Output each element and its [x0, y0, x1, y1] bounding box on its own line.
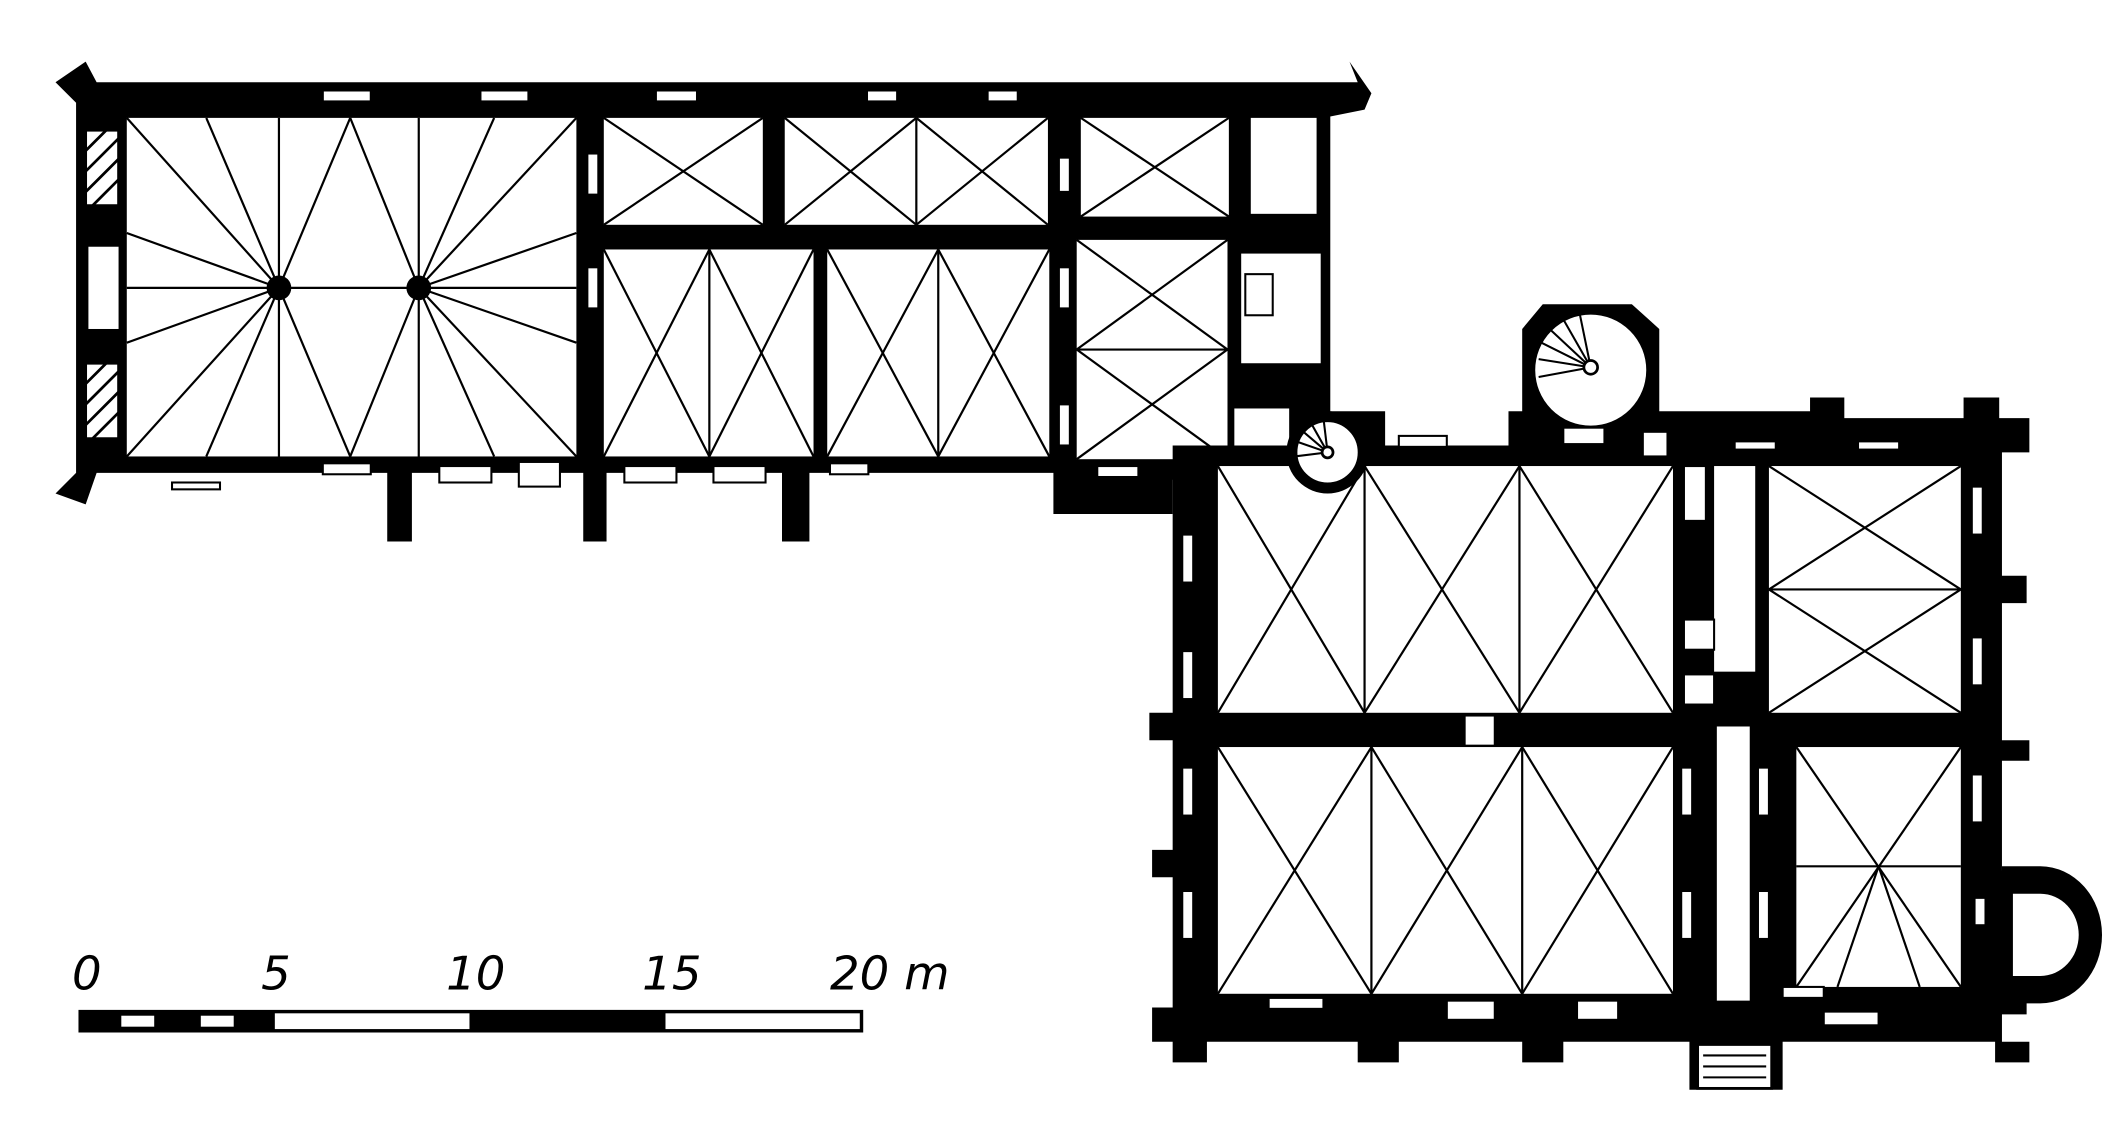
hatching: [84, 129, 120, 440]
room-west-small: [1234, 408, 1290, 447]
scale-label-5: 5: [261, 947, 291, 1001]
room-east-corridor: [1716, 726, 1750, 1001]
scale-label-10: 10: [446, 947, 505, 1001]
scale-segment-0-5: [80, 1011, 275, 1031]
spiral-stairs: [1294, 313, 1767, 1079]
west-wing: [55, 61, 1386, 542]
wall-openings: [170, 89, 1987, 1027]
column-1: [266, 275, 292, 301]
room-east-1: [1217, 466, 1673, 713]
scale-segment-10-15: [469, 1011, 666, 1031]
scale-label-20: 20 m: [830, 947, 950, 1001]
scale-gap-b: [200, 1015, 234, 1027]
scale-bar: 0 5 10 15 20 m: [72, 947, 950, 1033]
column-2: [406, 275, 432, 301]
room-east-2: [1217, 747, 1673, 994]
scale-label-15: 15: [642, 947, 701, 1001]
vault-ribs-east: [1216, 465, 1962, 995]
vault-ribs-west: [125, 116, 1230, 461]
room-west-north-4: [1250, 117, 1317, 214]
room-east-corridor-top: [1714, 466, 1756, 672]
scale-label-0: 0: [72, 947, 102, 1001]
west-end-door: [88, 246, 119, 329]
scale-gap-a: [121, 1015, 155, 1027]
apse-inner: [2012, 893, 2079, 976]
